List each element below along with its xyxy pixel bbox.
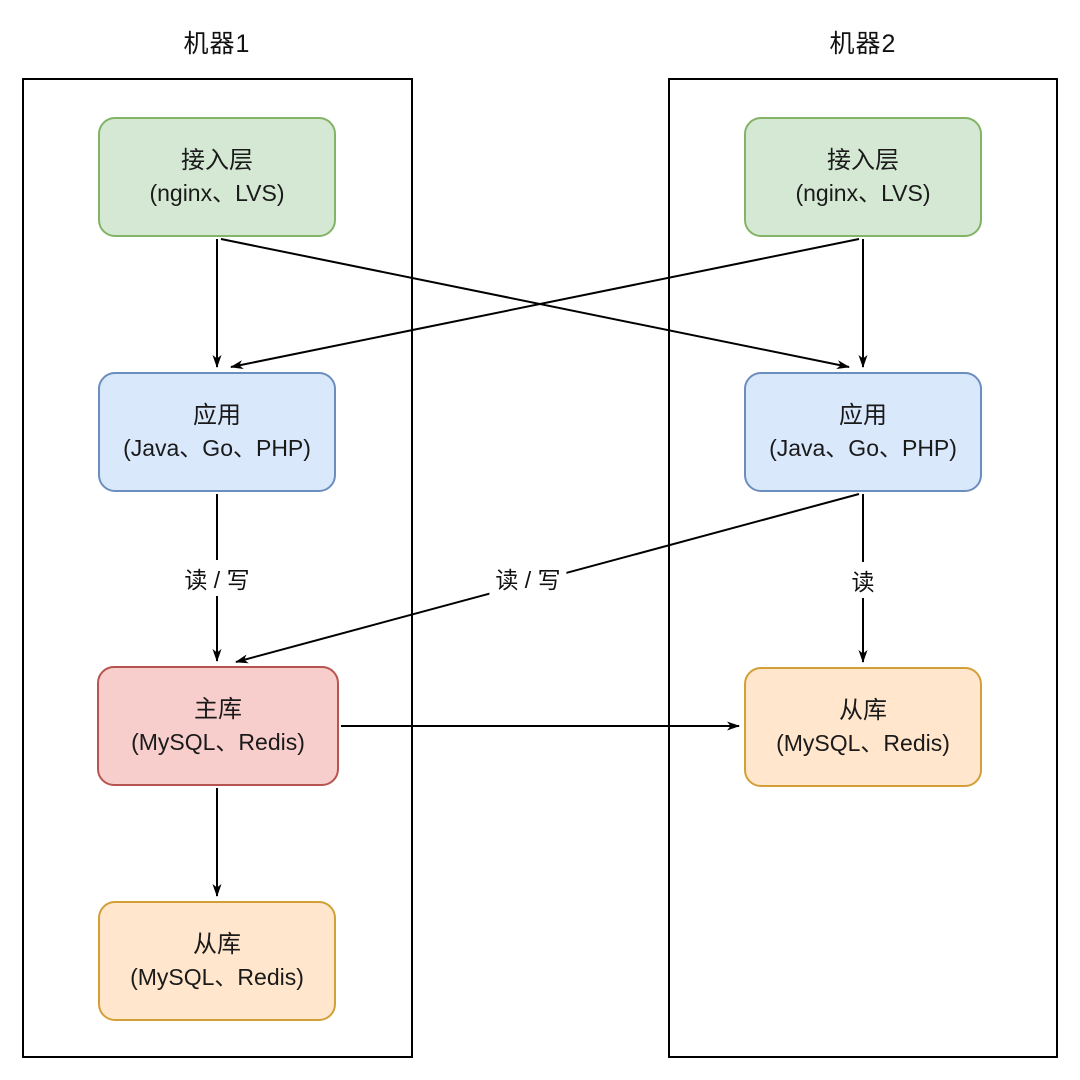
edge-label-read: 读 — [845, 562, 881, 598]
edge-label-read-write-cross: 读 / 写 — [489, 560, 567, 596]
node-subtitle: (nginx、LVS) — [149, 179, 285, 206]
node-m2-access-layer: 接入层 (nginx、LVS) — [744, 117, 982, 237]
arrow-m2access-to-m1app — [230, 238, 860, 370]
node-m1-application: 应用 (Java、Go、PHP) — [98, 372, 336, 492]
node-m2-application: 应用 (Java、Go、PHP) — [744, 372, 982, 492]
machine-1-container — [22, 78, 413, 1058]
node-m1-master-db: 主库 (MySQL、Redis) — [97, 666, 339, 786]
node-title: 应用 — [839, 402, 887, 430]
edge-label-read-write-m1: 读 / 写 — [178, 560, 256, 596]
node-m1-slave-db: 从库 (MySQL、Redis) — [98, 901, 336, 1021]
machine-2-container — [668, 78, 1058, 1058]
node-subtitle: (MySQL、Redis) — [130, 963, 304, 990]
node-title: 主库 — [194, 696, 242, 724]
machine-1-title: 机器1 — [183, 30, 251, 58]
node-title: 接入层 — [181, 147, 253, 175]
node-title: 从库 — [839, 697, 887, 725]
node-subtitle: (Java、Go、PHP) — [123, 434, 311, 461]
node-title: 接入层 — [827, 147, 899, 175]
node-subtitle: (MySQL、Redis) — [131, 728, 305, 755]
node-subtitle: (Java、Go、PHP) — [769, 434, 957, 461]
node-m2-slave-db: 从库 (MySQL、Redis) — [744, 667, 982, 787]
node-subtitle: (MySQL、Redis) — [776, 729, 950, 756]
node-title: 应用 — [193, 402, 241, 430]
node-subtitle: (nginx、LVS) — [795, 179, 931, 206]
node-title: 从库 — [193, 931, 241, 959]
arrow-m1access-to-m2app — [220, 238, 850, 370]
node-m1-access-layer: 接入层 (nginx、LVS) — [98, 117, 336, 237]
machine-2-title: 机器2 — [829, 30, 897, 58]
